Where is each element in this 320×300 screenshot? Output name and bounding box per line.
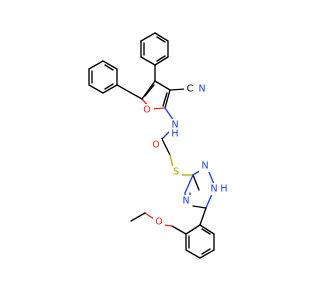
phenyl-ring-left (88, 60, 118, 94)
furan-o-label: O (143, 105, 150, 116)
nitrile-n-label: N (198, 84, 205, 95)
ethoxy-group (130, 212, 187, 235)
phenyl-ring-top (140, 32, 169, 66)
furan-ring (116, 64, 171, 110)
ether-o-label: O (155, 217, 162, 228)
nitrile-c-label: C (187, 84, 194, 95)
triazole-n-left-label: N (182, 196, 189, 207)
amide-h-label: H (171, 129, 178, 140)
atom-labels: C N O N H O S N N H N O (142, 83, 230, 228)
molecule-diagram: C N O N H O S N N H N O (88, 32, 230, 259)
triazole-nh-label: N (210, 184, 217, 195)
triazole-h-label: H (220, 184, 227, 195)
triazole-ring (184, 169, 215, 226)
amide-n-label: N (171, 120, 178, 131)
thioether-s-label: S (173, 167, 179, 178)
carbonyl-o-label: O (152, 140, 159, 151)
ethoxyphenyl-ring (185, 224, 215, 259)
triazole-n-top-label: N (201, 161, 208, 172)
